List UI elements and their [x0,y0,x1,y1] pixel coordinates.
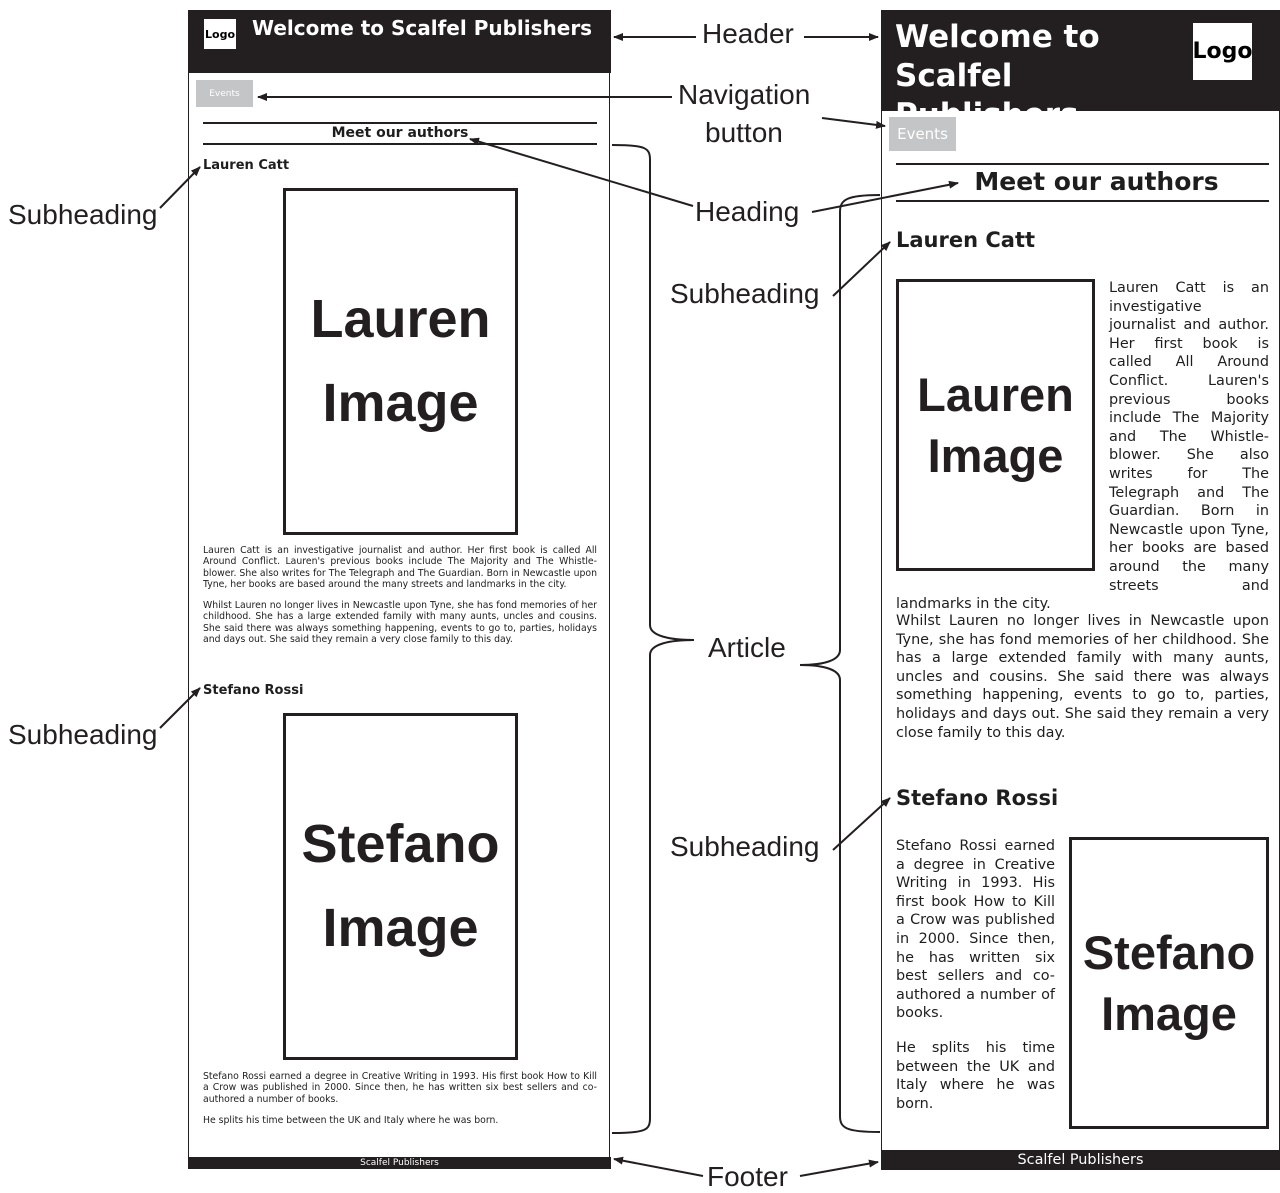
callout-footer: Footer [707,1161,788,1192]
left-lauren-image-line2: Image [322,372,479,433]
callout-subheading-right-2: Subheading [670,831,820,862]
right-stefano-paragraph-1: Stefano Rossi earned a degree in Creativ… [896,838,1055,1022]
right-subheading-lauren: Lauren Catt [896,228,1036,252]
left-subheading-lauren: Lauren Catt [203,158,290,173]
right-logo: Logo [1193,23,1253,80]
left-stefano-paragraph-2: He splits his time between the UK and It… [203,1115,499,1126]
arrow-footer-left [613,1156,704,1177]
left-lauren-paragraph-2: Whilst Lauren no longer lives in Newcast… [203,600,597,645]
right-stefano-text: Stefano Rossi earned a degree in Creativ… [896,837,1055,1129]
left-lauren-paragraph-1: Lauren Catt is an investigative journali… [203,545,597,590]
right-heading: Meet our authors [974,167,1219,196]
right-stefano-paragraph-2: He splits his time between the UK and It… [896,1039,1055,1112]
left-lauren-image-line1: Lauren [310,288,491,349]
left-stefano-paragraph-1: Stefano Rossi earned a degree in Creativ… [203,1071,597,1105]
right-lauren-image-line1: Lauren [917,367,1074,421]
callout-subheading-left-1: Subheading [8,199,158,230]
callout-navigation-line1: Navigation [678,79,811,110]
right-heading-rule-bottom [896,200,1269,202]
right-article-brace [799,194,881,1133]
right-lauren-paragraph-2: Whilst Lauren no longer lives in Newcast… [896,613,1269,741]
right-heading-rule-top [896,163,1269,165]
callout-heading: Heading [695,196,800,227]
left-stefano-image-line2: Image [322,897,479,958]
left-stefano-image-line1: Stefano [301,813,500,874]
callout-navigation-line2: button [705,117,783,148]
left-events-button[interactable]: Events [196,80,253,107]
callout-subheading-left-2: Subheading [8,719,158,750]
arrow-footer-right [799,1159,879,1177]
arrow-nav-right [821,117,886,129]
left-subheading-stefano: Stefano Rossi [203,683,304,698]
left-heading-rule-top [203,122,597,124]
right-events-button[interactable]: Events [889,117,956,151]
right-footer: Scalfel Publishers [881,1150,1280,1169]
left-logo: Logo [204,19,236,49]
right-lauren-paragraph-1: Lauren Catt is an investigative journali… [896,280,1269,613]
left-heading-rule-bottom [203,143,597,145]
left-header [188,10,611,73]
callout-header: Header [702,18,794,49]
callout-article: Article [708,632,786,663]
callout-subheading-right-1: Subheading [670,278,820,309]
left-site-title: Welcome to Scalfel Publishers [252,16,593,40]
right-stefano-image-line2: Image [1101,987,1237,1040]
right-lauren-image-line2: Image [927,429,1064,482]
right-stefano-image-line1: Stefano [1082,925,1256,979]
left-footer: Scalfel Publishers [188,1157,611,1169]
right-subheading-stefano: Stefano Rossi [896,786,1059,810]
left-heading: Meet our authors [331,125,469,141]
